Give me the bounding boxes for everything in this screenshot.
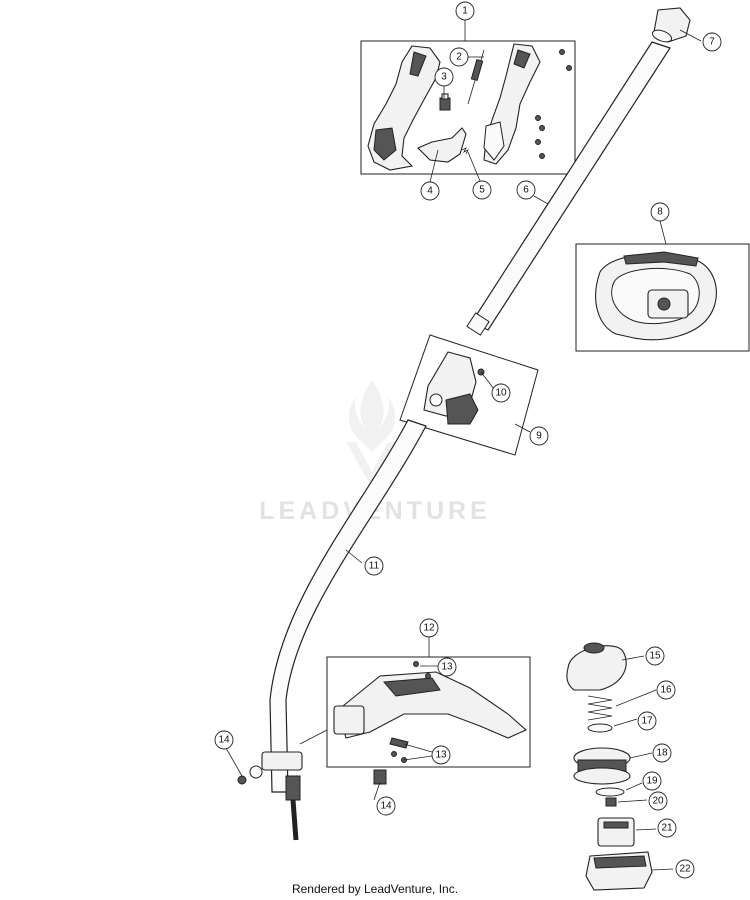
part-upper-shaft <box>466 41 671 336</box>
callout-12: 12 <box>419 618 439 638</box>
part-trigger <box>417 127 467 163</box>
callout-5: 5 <box>472 180 492 200</box>
callout-14-bottom: 14 <box>376 796 396 816</box>
callout-9: 9 <box>529 426 549 446</box>
svg-text:1: 1 <box>462 6 468 17</box>
svg-text:2: 2 <box>456 52 462 63</box>
svg-text:19: 19 <box>646 776 658 787</box>
callout-7: 7 <box>702 32 722 52</box>
svg-text:13: 13 <box>441 662 453 673</box>
callout-1: 1 <box>455 1 475 21</box>
svg-text:21: 21 <box>661 823 673 834</box>
part-screws <box>535 49 572 159</box>
svg-text:20: 20 <box>652 796 664 807</box>
callout-4: 4 <box>420 181 440 201</box>
svg-text:18: 18 <box>656 748 668 759</box>
watermark-logo <box>346 380 398 488</box>
svg-text:8: 8 <box>657 207 663 218</box>
callout-13-top: 13 <box>437 657 457 677</box>
part-head-cover <box>566 642 627 691</box>
callout-3: 3 <box>434 67 454 87</box>
callout-18: 18 <box>652 743 672 763</box>
callout-19: 19 <box>642 771 662 791</box>
part-guard-screws <box>389 661 431 763</box>
callout-15: 15 <box>645 646 665 666</box>
part-shaft-fasteners <box>237 765 263 785</box>
callout-14-left: 14 <box>214 730 234 750</box>
callout-17: 17 <box>637 711 657 731</box>
callout-20: 20 <box>648 791 668 811</box>
svg-text:13: 13 <box>435 750 447 761</box>
callout-6: 6 <box>516 180 536 200</box>
part-square-nut <box>373 769 387 785</box>
part-assist-handle <box>595 251 717 341</box>
part-throttle-cable <box>467 49 485 105</box>
part-guard <box>333 671 528 739</box>
svg-text:17: 17 <box>641 716 653 727</box>
part-coupler <box>423 351 479 425</box>
part-bolt <box>605 797 617 807</box>
svg-text:16: 16 <box>660 685 672 696</box>
callout-8: 8 <box>650 202 670 222</box>
svg-text:15: 15 <box>649 651 661 662</box>
part-spring <box>587 695 613 721</box>
part-hub <box>597 817 635 847</box>
part-lower-shaft <box>261 419 427 841</box>
part-washer <box>587 723 613 733</box>
part-switch <box>439 93 451 111</box>
callout-16: 16 <box>656 680 676 700</box>
part-bump-knob <box>585 851 653 891</box>
svg-text:10: 10 <box>495 388 507 399</box>
svg-text:6: 6 <box>523 185 529 196</box>
footer-credit: Rendered by LeadVenture, Inc. <box>291 882 459 896</box>
callout-11: 11 <box>364 556 384 576</box>
part-handle-right-half <box>483 43 541 165</box>
callout-10: 10 <box>491 383 511 403</box>
svg-text:12: 12 <box>423 623 435 634</box>
svg-text:14: 14 <box>380 801 392 812</box>
svg-text:5: 5 <box>479 185 485 196</box>
svg-text:7: 7 <box>709 37 715 48</box>
callout-13-bottom: 13 <box>431 745 451 765</box>
svg-text:3: 3 <box>441 72 447 83</box>
part-hanger-clip <box>651 7 691 43</box>
part-eyelet <box>595 787 625 797</box>
svg-text:22: 22 <box>679 864 691 875</box>
svg-text:11: 11 <box>369 561 380 572</box>
svg-text:4: 4 <box>427 186 433 197</box>
svg-text:14: 14 <box>218 735 230 746</box>
svg-text:9: 9 <box>536 431 542 442</box>
callout-22: 22 <box>675 859 695 879</box>
callout-2: 2 <box>449 47 469 67</box>
part-small-spring <box>461 147 469 155</box>
part-spool <box>573 747 631 785</box>
callout-21: 21 <box>657 818 677 838</box>
